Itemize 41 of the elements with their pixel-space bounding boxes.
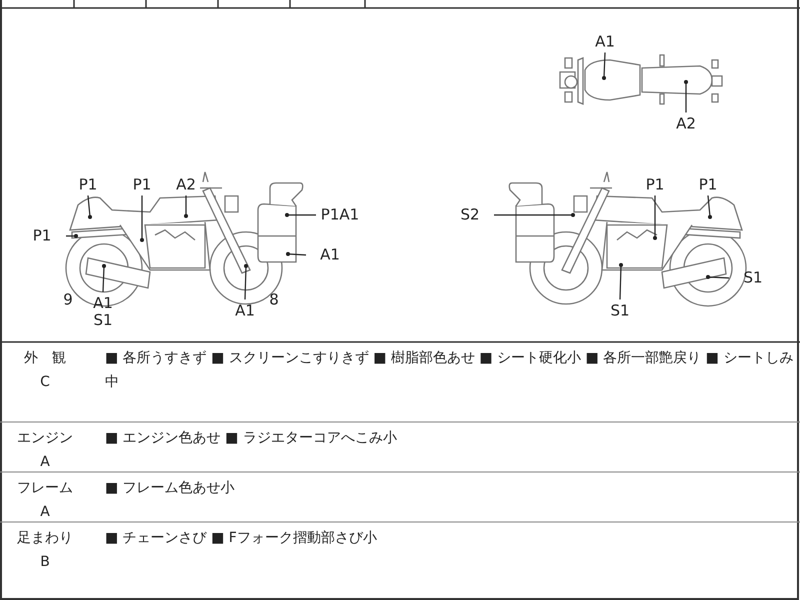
leader-line <box>653 196 657 240</box>
category-label: 足まわり <box>16 529 74 548</box>
grade-label: A <box>39 503 51 522</box>
leader-line <box>707 195 712 219</box>
category-label: 外 観 <box>23 349 67 368</box>
callout-label: P1 <box>686 176 730 194</box>
leader-line <box>494 213 575 217</box>
wheel-number: 9 <box>63 292 73 308</box>
leader-line <box>684 80 688 112</box>
callout-label: P1 <box>20 228 64 244</box>
leader-line <box>619 263 623 300</box>
callout-label: S1 <box>598 302 642 320</box>
callout-label: A2 <box>164 176 208 194</box>
leader-line <box>140 196 144 242</box>
grade-label: C <box>39 373 51 392</box>
callout-label: A1 <box>223 302 267 320</box>
leader-line <box>87 195 92 219</box>
callout-label: P1A1 <box>318 206 362 224</box>
leader-line <box>66 234 78 238</box>
callout-label: S1 <box>731 270 775 286</box>
wheel-number: 8 <box>269 292 279 308</box>
callout-label: P1 <box>120 176 164 194</box>
callout-label: S2 <box>448 206 492 224</box>
callout-label: P1 <box>633 176 677 194</box>
category-label: フレーム <box>16 479 74 498</box>
condition-notes: ■ フレーム色あせ小 <box>105 479 236 498</box>
leader-line <box>706 275 730 279</box>
callout-label: P1 <box>66 176 110 194</box>
callout-label: A2 <box>664 116 708 132</box>
grade-label: A <box>39 453 51 472</box>
callout-label: A1 <box>583 34 627 50</box>
callout-label: A1 <box>308 246 352 264</box>
leader-line <box>602 52 606 80</box>
leader-line <box>285 213 316 217</box>
leader-line <box>286 252 306 256</box>
condition-notes: ■ 各所うすきず ■ スクリーンこすりきず ■ 樹脂部色あせ ■ シート硬化小 ■ 各所一部艶戻り ■ シートしみ中 <box>105 349 794 392</box>
condition-notes: ■ チェーンさび ■ Fフォーク摺動部さび小 <box>105 529 378 548</box>
grade-label: B <box>39 553 51 572</box>
category-label: エンジン <box>16 429 74 448</box>
leader-line <box>184 196 188 218</box>
condition-notes: ■ エンジン色あせ ■ ラジエターコアへこみ小 <box>105 429 398 448</box>
